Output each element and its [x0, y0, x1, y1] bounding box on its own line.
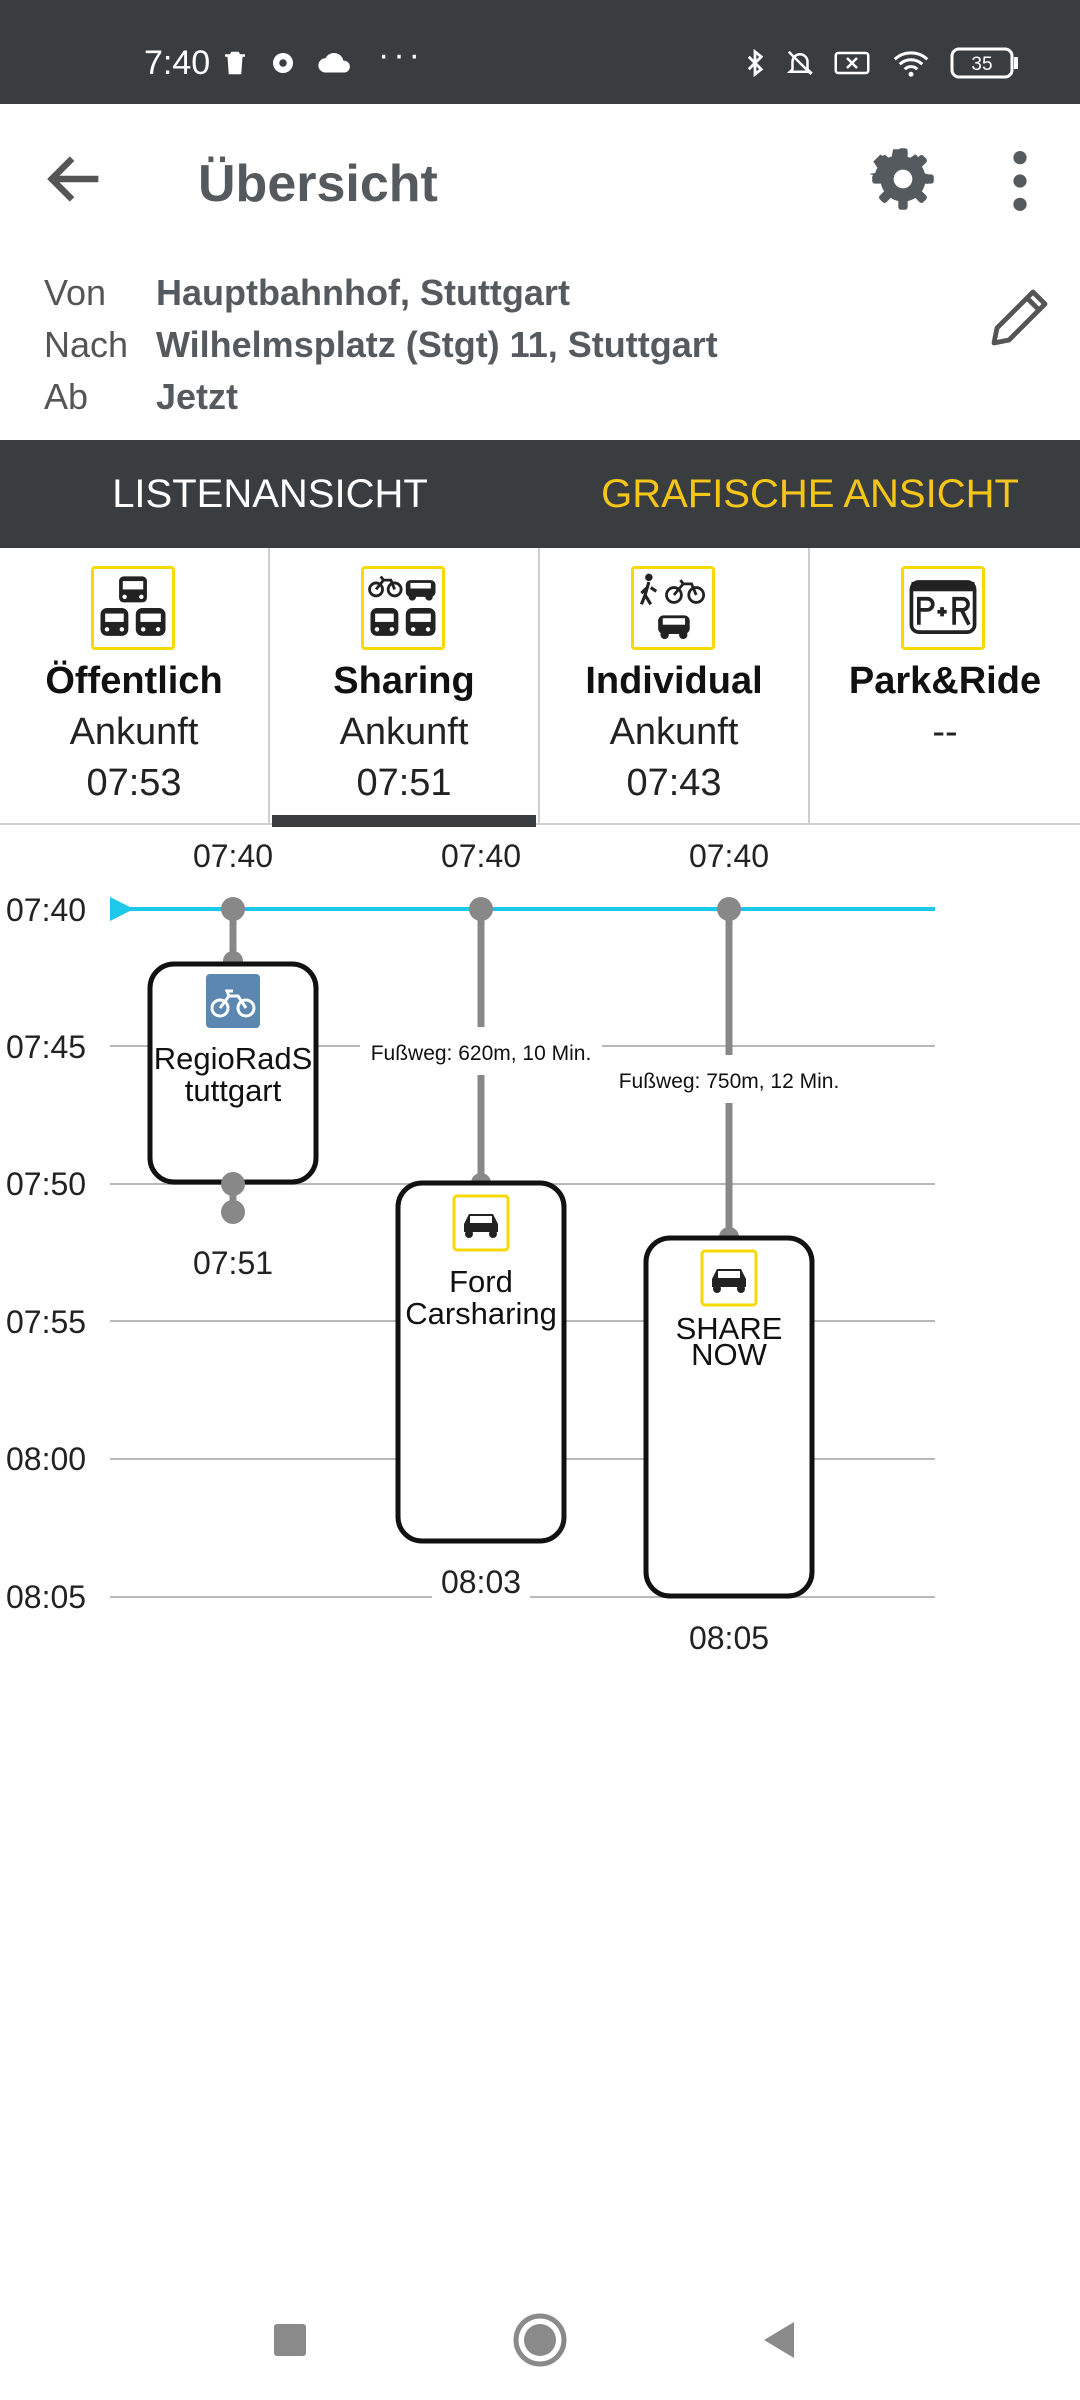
cloud-icon — [318, 52, 350, 73]
triangle-back-icon[interactable] — [750, 2310, 810, 2370]
gear-icon[interactable] — [870, 146, 936, 212]
page-title: Übersicht — [198, 155, 438, 213]
status-bar: 7:40 ··· 35 — [0, 0, 1080, 104]
route-summary: Von Hauptbahnhof, Stuttgart Nach Wilhelm… — [0, 254, 1080, 440]
mode-arrival-time: 07:53 — [86, 762, 182, 804]
system-nav-bar — [0, 2280, 1080, 2400]
mode-sharing[interactable]: Sharing Ankunft 07:51 — [270, 548, 540, 827]
sharing-icon — [361, 566, 445, 650]
journey-provider: SHARE — [676, 1311, 783, 1346]
mode-arrival-time: -- — [932, 711, 958, 753]
time-label: 07:50 — [6, 1166, 86, 1202]
app-bar: Übersicht — [0, 104, 1080, 254]
park-and-ride-icon — [901, 566, 985, 650]
status-time: 7:40 — [144, 44, 211, 82]
journey-start-time: 07:40 — [193, 838, 273, 874]
route-to-label: Nach — [44, 324, 129, 365]
mode-name: Sharing — [333, 660, 475, 702]
journey-end-time: 08:03 — [441, 1564, 521, 1600]
timeline-graph: 07:40 07:45 07:50 07:55 08:00 08:05 07:4… — [6, 838, 935, 1656]
individual-icon — [631, 566, 715, 650]
time-label: 07:55 — [6, 1304, 86, 1340]
journey-end-time: 07:51 — [193, 1245, 273, 1281]
bell-off-icon — [786, 50, 814, 76]
journey-end-time: 08:05 — [689, 1620, 769, 1656]
route-depart-label: Ab — [44, 376, 89, 417]
pencil-icon[interactable] — [985, 280, 1057, 352]
time-label: 07:40 — [6, 892, 86, 928]
now-marker-icon — [110, 897, 134, 921]
mode-arrival-time: 07:51 — [356, 762, 452, 804]
bluetooth-icon — [747, 48, 764, 78]
car-icon — [700, 1249, 758, 1307]
route-depart-value: Jetzt — [156, 376, 239, 417]
route-from-value: Hauptbahnhof, Stuttgart — [156, 272, 570, 313]
journey-start-time: 07:40 — [689, 838, 769, 874]
trash-icon — [225, 51, 245, 75]
journey-share-now[interactable]: 07:40 Fußweg: 750m, 12 Min. SHARE NOW 08… — [608, 838, 850, 1656]
circle-icon[interactable] — [508, 2308, 572, 2372]
mode-arrival-time: 07:43 — [626, 762, 722, 804]
bicycle-icon — [206, 974, 260, 1028]
route-to-value: Wilhelmsplatz (Stgt) 11, Stuttgart — [156, 324, 718, 365]
time-label: 07:45 — [6, 1029, 86, 1065]
gear-small-icon — [273, 53, 293, 73]
route-from-label: Von — [44, 272, 107, 313]
battery-level: 35 — [971, 54, 992, 75]
more-vert-icon[interactable] — [1000, 146, 1040, 216]
tab-graphic-view[interactable]: GRAFISCHE ANSICHT — [601, 472, 1019, 516]
time-label: 08:00 — [6, 1441, 86, 1477]
journey-provider: RegioRadS — [154, 1041, 313, 1076]
journey-regiorad[interactable]: 07:40 RegioRadS tuttgart 07:51 — [147, 838, 319, 1281]
journey-provider: NOW — [691, 1337, 768, 1372]
mode-arrival-label: Ankunft — [69, 711, 199, 753]
journey-start-time: 07:40 — [441, 838, 521, 874]
status-more: ··· — [378, 36, 424, 74]
mode-arrival-label: Ankunft — [339, 711, 469, 753]
view-tabs: LISTENANSICHT GRAFISCHE ANSICHT — [0, 440, 1080, 548]
mode-park-and-ride[interactable]: Park&Ride -- — [810, 548, 1080, 825]
time-label: 08:05 — [6, 1579, 86, 1615]
mode-name: Individual — [585, 660, 763, 702]
walk-label: Fußweg: 750m, 12 Min. — [619, 1070, 840, 1093]
mode-name: Öffentlich — [45, 660, 223, 702]
car-icon — [452, 1194, 510, 1252]
mode-public[interactable]: Öffentlich Ankunft 07:53 — [0, 548, 270, 825]
journey-provider: tuttgart — [185, 1073, 282, 1108]
battery-icon: 35 — [950, 47, 1018, 79]
wifi-icon — [893, 51, 929, 77]
tab-list-view[interactable]: LISTENANSICHT — [112, 472, 428, 516]
square-icon[interactable] — [260, 2310, 320, 2370]
back-arrow-icon[interactable] — [40, 144, 110, 214]
mode-columns: Öffentlich Ankunft 07:53 Sharing Ankunft… — [0, 548, 1080, 827]
journey-provider: Ford — [449, 1264, 513, 1299]
mode-name: Park&Ride — [848, 660, 1042, 702]
journey-provider: Carsharing — [405, 1296, 557, 1331]
mode-individual[interactable]: Individual Ankunft 07:43 — [540, 548, 810, 825]
journey-ford-carsharing[interactable]: 07:40 Fußweg: 620m, 10 Min. Ford Carshar… — [360, 838, 602, 1607]
sim-off-icon — [834, 51, 870, 75]
public-transport-icon — [91, 566, 175, 650]
walk-label: Fußweg: 620m, 10 Min. — [371, 1042, 592, 1065]
mode-arrival-label: Ankunft — [609, 711, 739, 753]
